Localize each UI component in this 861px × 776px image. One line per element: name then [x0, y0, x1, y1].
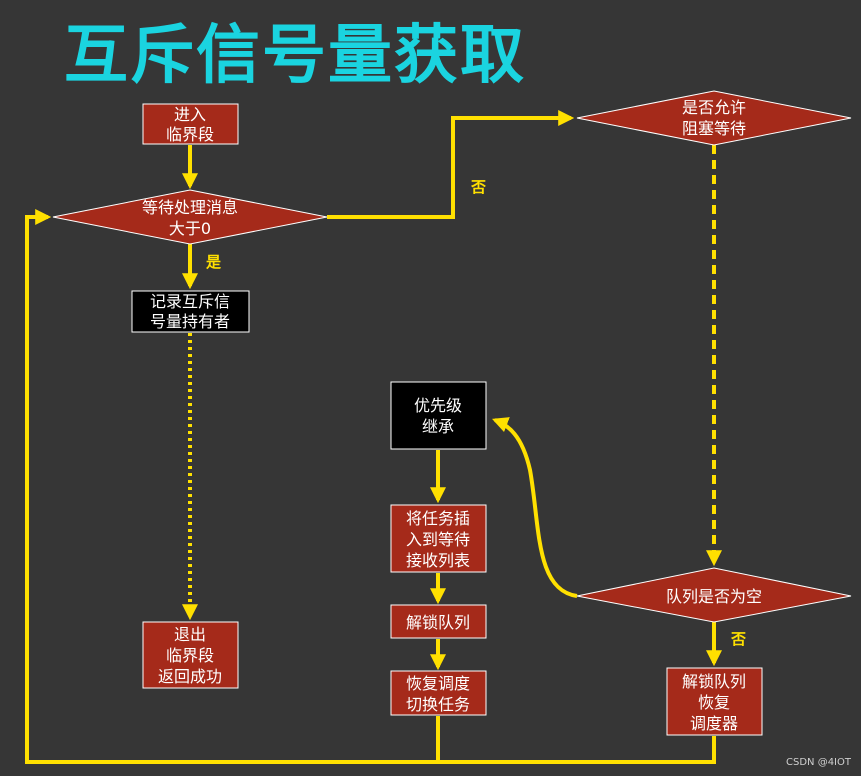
edge-label-yes: 是: [205, 253, 222, 271]
node-exit-critical: 退出 临界段 返回成功: [142, 621, 239, 689]
watermark: CSDN @4IOT: [786, 757, 852, 768]
node-unlock-queue: 解锁队列: [390, 604, 487, 639]
node-allow-block-line1: 是否允许: [682, 98, 746, 117]
node-insert-task-line2: 入到等待: [406, 530, 470, 549]
node-unlock-queue-line1: 解锁队列: [406, 613, 470, 632]
edge-label-no-empty: 否: [730, 630, 746, 648]
arrow-queue-empty-to-inherit: [492, 417, 578, 598]
loop-back-line: [25, 209, 716, 764]
node-unlock-resume: 解锁队列 恢复 调度器: [666, 667, 763, 736]
node-wait-decision-line1: 等待处理消息: [142, 198, 238, 217]
node-enter-line2: 临界段: [166, 125, 214, 144]
node-record-holder: 记录互斥信 号量持有者: [131, 290, 250, 333]
page-title: 互斥信号量获取: [64, 19, 526, 93]
node-enter-line1: 进入: [174, 105, 206, 124]
node-queue-empty-line1: 队列是否为空: [666, 587, 762, 606]
node-insert-task-line1: 将任务插: [406, 509, 470, 528]
node-queue-empty: 队列是否为空: [576, 567, 852, 623]
node-unlock-resume-line1: 解锁队列: [682, 672, 746, 691]
node-priority-inherit: 优先级 继承: [390, 381, 487, 450]
node-resume-switch: 恢复调度 切换任务: [390, 670, 487, 716]
node-record-holder-line2: 号量持有者: [150, 312, 230, 331]
node-insert-task: 将任务插 入到等待 接收列表: [390, 504, 487, 573]
node-resume-switch-line2: 切换任务: [406, 695, 470, 714]
node-insert-task-line3: 接收列表: [406, 551, 470, 570]
node-unlock-resume-line3: 调度器: [690, 714, 738, 733]
node-allow-block-line2: 阻塞等待: [682, 119, 746, 138]
node-exit-line3: 返回成功: [158, 667, 222, 686]
node-resume-switch-line1: 恢复调度: [406, 674, 470, 693]
node-unlock-resume-line2: 恢复: [698, 693, 730, 712]
arrow-decision-no: [327, 110, 575, 219]
node-exit-line2: 临界段: [166, 646, 214, 665]
node-wait-decision-line2: 大于0: [169, 219, 211, 238]
node-record-holder-line1: 记录互斥信: [150, 292, 230, 311]
node-enter-critical: 进入 临界段: [142, 103, 239, 145]
node-priority-inherit-line2: 继承: [422, 417, 454, 436]
node-allow-block: 是否允许 阻塞等待: [576, 90, 852, 146]
node-priority-inherit-line1: 优先级: [414, 396, 462, 415]
node-exit-line1: 退出: [174, 625, 206, 644]
edge-label-no-block: 否: [470, 178, 486, 196]
node-wait-decision: 等待处理消息 大于0: [52, 189, 328, 245]
